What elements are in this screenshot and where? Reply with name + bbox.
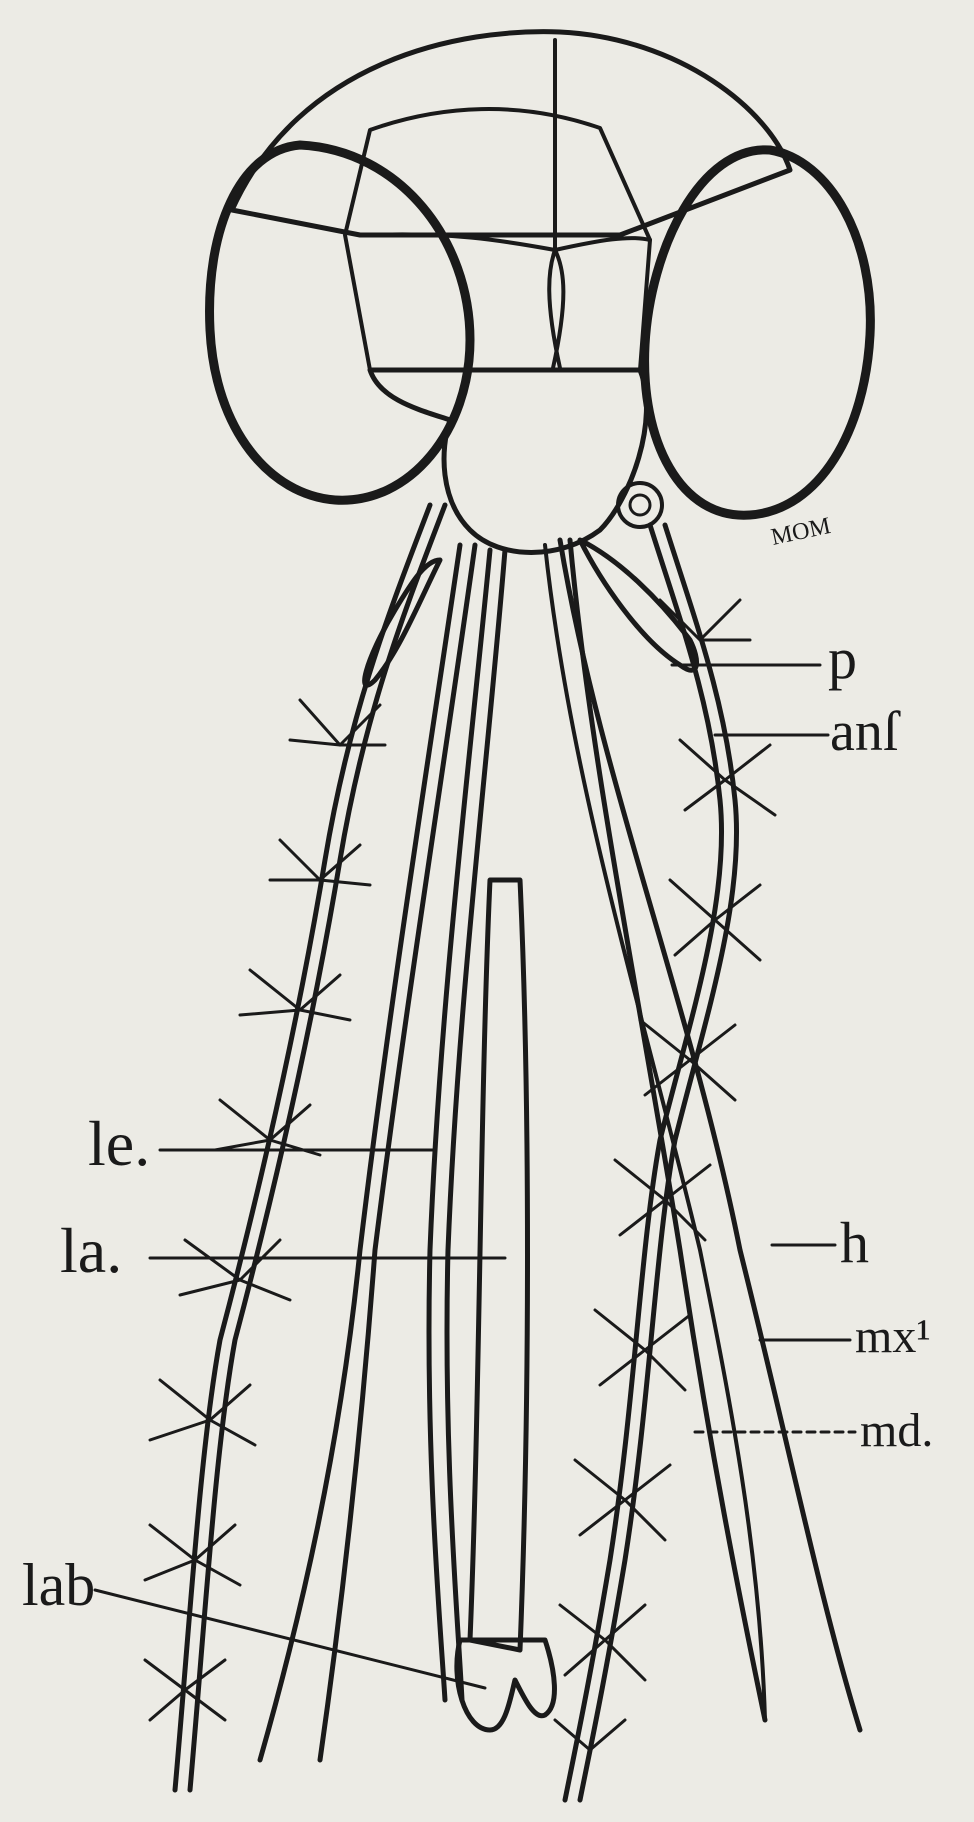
label-maxilla: mx¹	[855, 1310, 931, 1363]
label-palp: p	[828, 626, 857, 691]
label-labium: la.	[60, 1215, 122, 1286]
left-antenna	[145, 505, 445, 1790]
artist-signature: MOM	[769, 513, 833, 551]
label-labella: lab	[22, 1552, 95, 1618]
label-hypopharynx: h	[840, 1210, 869, 1275]
label-antenna: anſ	[830, 701, 901, 763]
left-compound-eye	[210, 145, 470, 500]
label-labrum-epipharynx: le.	[88, 1108, 150, 1179]
label-mandible: md.	[860, 1404, 933, 1457]
head-capsule	[232, 32, 790, 553]
right-palp	[580, 540, 697, 670]
right-compound-eye	[645, 150, 871, 515]
